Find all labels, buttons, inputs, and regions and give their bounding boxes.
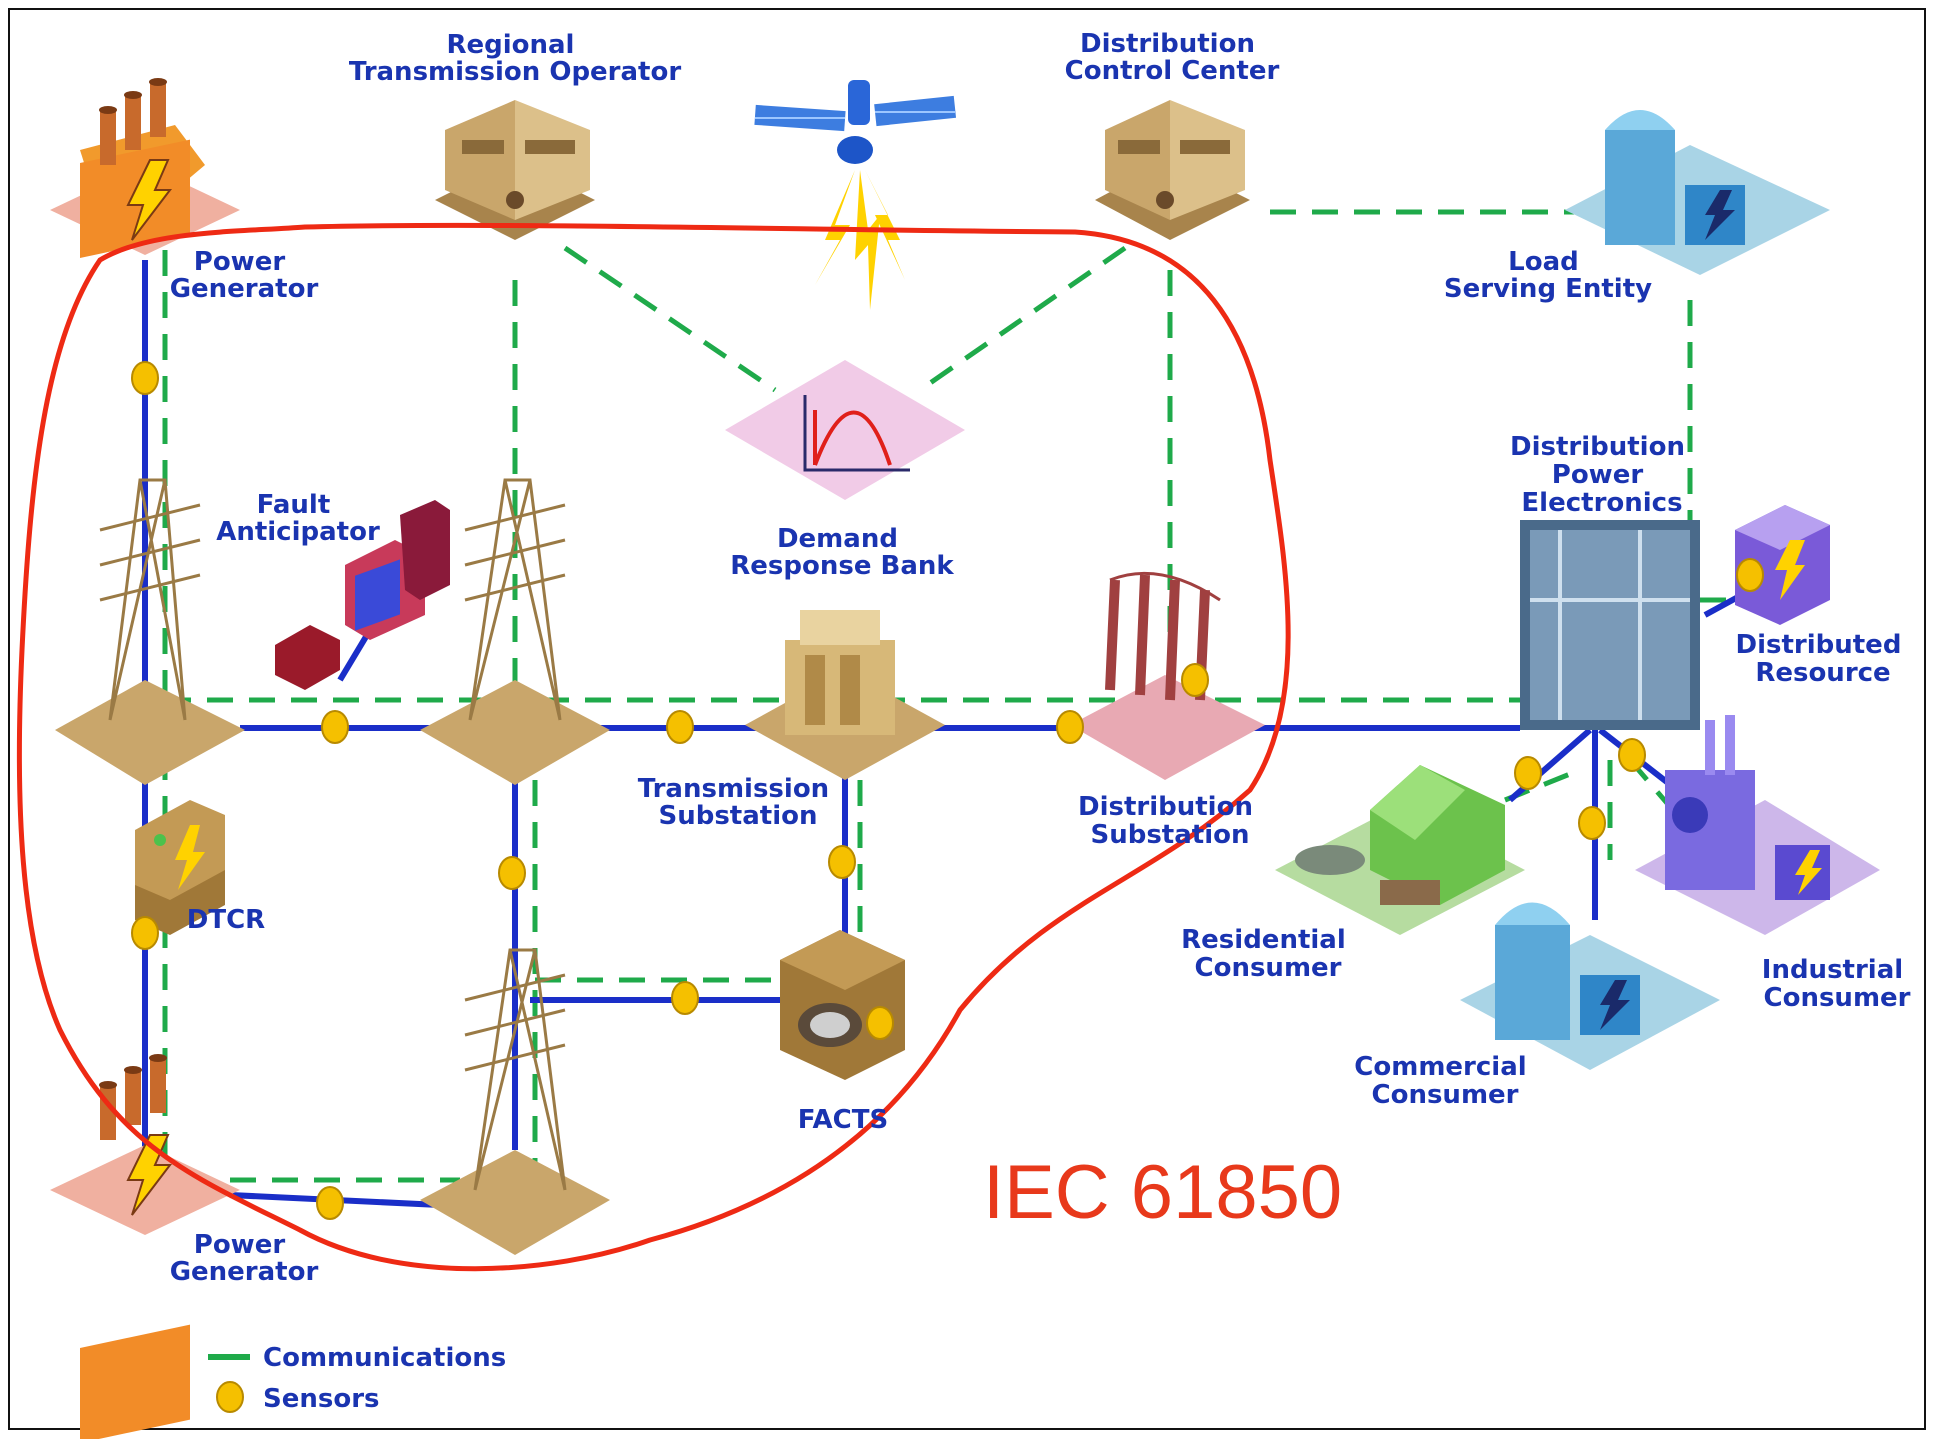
regional-transmission-operator-label: Regional Transmission Operator: [349, 30, 682, 87]
distribution-control-center-icon: [1095, 100, 1250, 240]
demand-response-bank-icon: [725, 360, 965, 500]
sensor: [321, 710, 349, 744]
transmission-substation-label: Transmission Substation: [638, 774, 839, 831]
legend: Communications Sensors: [208, 1343, 506, 1414]
transmission-substation-icon: [745, 610, 945, 780]
legend-communications-label: Communications: [263, 1343, 506, 1373]
distribution-substation-label: Distribution Substation: [1078, 792, 1262, 850]
distribution-substation-icon: [1070, 571, 1265, 780]
fault-anticipator-label: Fault Anticipator: [216, 490, 380, 547]
sensor: [1181, 663, 1209, 697]
industrial-consumer-icon: [1635, 715, 1880, 935]
industrial-consumer-label: Industrial Consumer: [1762, 955, 1912, 1013]
dtcr-label: DTCR: [187, 905, 265, 935]
sensor: [1056, 710, 1084, 744]
load-serving-entity-label: Load Serving Entity: [1444, 247, 1652, 304]
sensor: [316, 1186, 344, 1220]
sensor: [828, 845, 856, 879]
sensor: [498, 856, 526, 890]
distributed-resource-label: Distributed Resource: [1736, 630, 1911, 688]
legend-sensors-label: Sensors: [263, 1384, 380, 1414]
sensor: [666, 710, 694, 744]
transmission-tower-center: [420, 478, 610, 785]
sensor: [866, 1006, 894, 1040]
fault-anticipator-icon: [275, 500, 450, 690]
commercial-consumer-icon: [1460, 902, 1720, 1070]
transmission-tower-bottom: [420, 948, 610, 1255]
sensor: [1736, 558, 1764, 592]
power-generator-bottom-label: Power Generator: [170, 1230, 319, 1287]
power-generator-bottom: [50, 1054, 240, 1439]
distribution-control-center-label: Distribution Control Center: [1065, 29, 1280, 86]
load-serving-entity-icon: [1565, 110, 1830, 275]
residential-consumer-icon: [1275, 765, 1525, 935]
sensor: [1618, 738, 1646, 772]
demand-response-bank-label: Demand Response Bank: [730, 524, 954, 581]
dtcr-icon: [135, 800, 225, 935]
sensor: [131, 361, 159, 395]
sensors: [131, 361, 1764, 1220]
satellite-icon: [754, 80, 957, 310]
iec-61850-annotation: IEC 61850: [983, 1150, 1342, 1235]
distribution-power-electronics-label: Distribution Power Electronics: [1510, 432, 1694, 518]
facts-icon: [780, 930, 905, 1080]
facts-label: FACTS: [798, 1105, 888, 1135]
distribution-power-electronics-icon: [1520, 520, 1700, 730]
regional-transmission-operator-icon: [435, 100, 595, 240]
power-generator-top-label: Power Generator: [170, 247, 319, 304]
sensor: [1514, 756, 1542, 790]
sensor: [131, 916, 159, 950]
residential-consumer-label: Residential Consumer: [1181, 925, 1355, 983]
legend-sensor-swatch: [216, 1381, 244, 1413]
iec-61850-boundary: [16, 222, 1291, 1272]
sensor: [671, 981, 699, 1015]
commercial-consumer-label: Commercial Consumer: [1354, 1052, 1535, 1110]
transmission-tower-left: [55, 478, 245, 785]
sensor: [1578, 806, 1606, 840]
distributed-resource-icon: [1735, 505, 1830, 625]
